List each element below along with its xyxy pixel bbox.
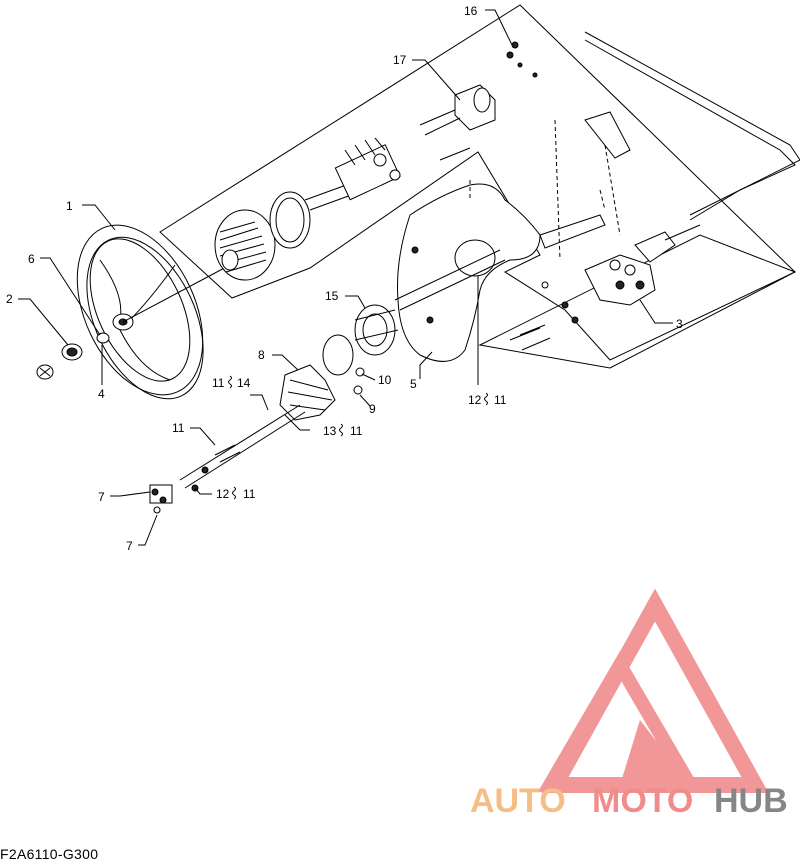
callout-4: 4 (98, 387, 105, 401)
callout-group-13-11: 13 11 (323, 423, 363, 438)
callout-9: 9 (369, 402, 376, 416)
lower-boot (279, 364, 336, 421)
callout-7b: 7 (126, 539, 133, 553)
svg-text:12: 12 (216, 487, 230, 501)
automotohub-logo: AUTO MOTO HUB (470, 588, 788, 820)
callout-3: 3 (676, 317, 683, 331)
steering-wheel (76, 224, 204, 400)
svg-text:11: 11 (243, 487, 256, 501)
universal-joint (149, 484, 173, 514)
svg-text:13: 13 (323, 424, 337, 438)
column-boot (354, 304, 399, 356)
steering-rod (584, 31, 800, 221)
callout-11: 11 (172, 421, 185, 435)
lower-shaft (179, 404, 306, 492)
svg-text:14: 14 (237, 376, 251, 390)
svg-text:12: 12 (468, 393, 482, 407)
figure-code: F2A6110-G300 (0, 846, 99, 862)
svg-text:11: 11 (494, 393, 507, 407)
callout-8: 8 (258, 348, 265, 362)
clamp-ring (322, 334, 354, 376)
column-coupling (334, 137, 401, 201)
callout-group-12-11b: 12 11 (216, 486, 256, 501)
callout-5: 5 (410, 377, 417, 391)
callout-15: 15 (325, 289, 339, 303)
callout-7a: 7 (98, 490, 105, 504)
logo-text-auto: AUTO (470, 782, 566, 820)
assembly-frame-upper (159, 4, 796, 361)
hub-cover (214, 209, 276, 281)
logo-text-moto: MOTO (592, 782, 693, 820)
hub-ring (269, 191, 311, 249)
svg-text:11: 11 (212, 376, 225, 390)
wheel-nut (36, 332, 110, 380)
dash-panel (397, 183, 541, 362)
svg-text:11: 11 (350, 424, 363, 438)
callout-6: 6 (28, 252, 35, 266)
callout-17: 17 (393, 53, 407, 67)
callout-1: 1 (66, 199, 73, 213)
mount-bracket (539, 111, 701, 306)
top-bracket (419, 41, 538, 161)
callout-group-11-14: 11 14 (212, 375, 251, 390)
callout-10: 10 (378, 373, 392, 387)
callout-16: 16 (464, 4, 478, 18)
logo-text-hub: HUB (714, 782, 788, 820)
callout-group-12-11a: 12 11 (468, 392, 507, 407)
callout-2: 2 (6, 292, 13, 306)
